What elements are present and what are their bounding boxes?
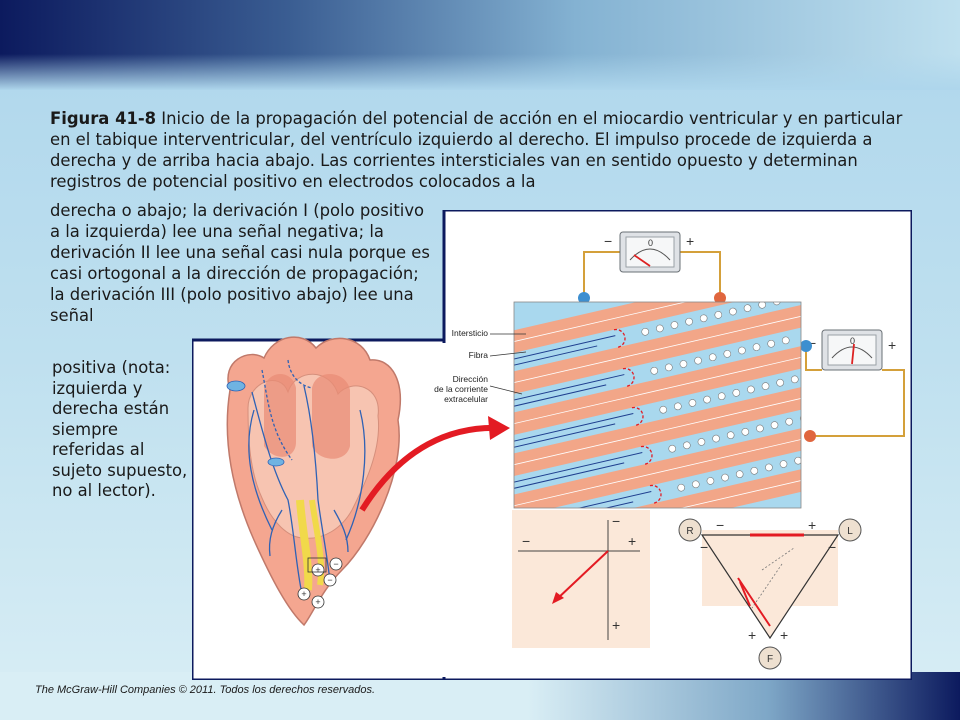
figure-illustration: 0 − + 0 − + [192,210,912,680]
galvanometer-right: 0 − + [800,329,905,442]
svg-text:−: − [333,559,338,569]
figure-caption: Figura 41-8 Inicio de la propagación del… [50,108,910,192]
meter-plus-top: + [686,233,694,249]
caption-text-3: positiva (nota: izquierda y derecha está… [52,358,188,500]
propagation-arrowhead [488,416,510,440]
myocardium-tissue-block: Intersticio Fibra Dirección de la corrie… [434,301,802,509]
tri-plus-top: + [808,517,816,533]
galvanometer-top: 0 − + [578,231,726,304]
electrode-blue [578,292,590,304]
label-interstitium: Intersticio [452,328,489,338]
footer-copyright: The McGraw-Hill Companies © 2011. Todos … [35,684,376,696]
top-decorative-band [0,0,960,90]
heart-illustration: +−− ++ [226,336,402,627]
axis-plus-x: + [628,533,636,549]
meter-minus-top: − [604,233,612,249]
lead-L: L [847,526,853,537]
tri-plus-bottom-right: + [780,627,788,643]
tri-minus-right: − [828,539,836,555]
electrode-blue-2 [800,340,812,352]
tri-minus-left: − [700,539,708,555]
label-direction-3: extracelular [444,394,488,404]
meter-minus-right: − [808,335,816,351]
caption-text-2: derecha o abajo; la derivación I (polo p… [50,201,430,325]
propagation-arrow [359,424,501,512]
axis-diagram: − + − + [512,510,650,648]
meter-zero-right: 0 [850,336,855,346]
label-direction-1: Dirección [453,374,489,384]
figure-label: Figura 41-8 [50,109,157,128]
svg-text:+: + [301,589,306,599]
svg-text:+: + [315,565,320,575]
axis-minus-x: − [522,533,530,549]
axis-minus-y: − [612,513,620,529]
label-fiber: Fibra [469,350,489,360]
axis-plus-y: + [612,617,620,633]
svg-text:−: − [327,575,332,585]
electrode-orange [714,292,726,304]
caption-text-1: Inicio de la propagación del potencial d… [50,109,903,191]
tri-minus-top: − [716,517,724,533]
tri-plus-bottom-left: + [748,627,756,643]
meter-plus-right: + [888,337,896,353]
svg-text:+: + [315,597,320,607]
lead-R: R [686,526,693,537]
electrode-orange-2 [804,430,816,442]
bottom-decorative-band [0,672,960,720]
meter-zero-top: 0 [648,238,653,248]
einthoven-triangle: R L F − + − − + + [678,517,862,670]
lead-F: F [767,654,773,665]
label-direction-2: de la corriente [434,384,488,394]
